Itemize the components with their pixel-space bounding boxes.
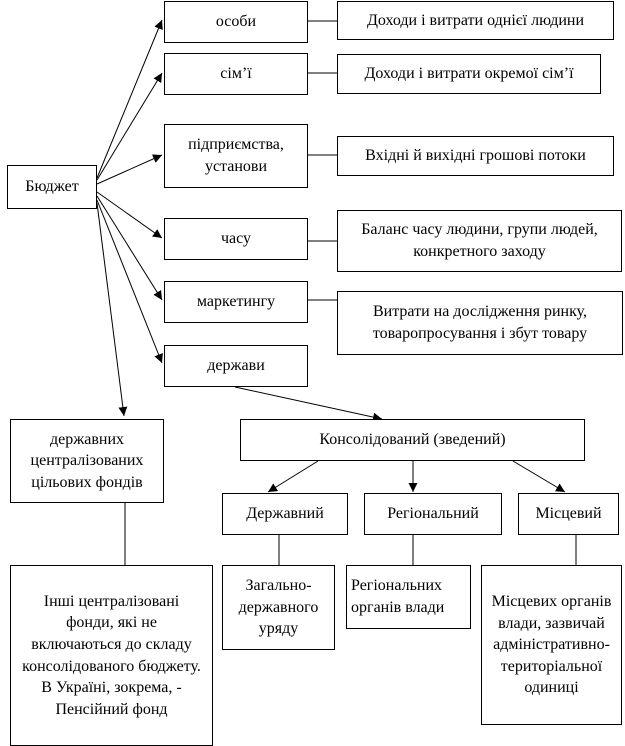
arrow-budget-funds <box>96 202 128 417</box>
desc-time-label: Баланс часу людини, групи людей, конкрет… <box>361 221 598 260</box>
desc-enterprises: Вхідні й вихідні грошові потоки <box>337 136 614 176</box>
consolidated-node: Консолідований (зведений) <box>240 419 585 461</box>
budget-node: Бюджет <box>7 165 97 209</box>
category-family: сім’ї <box>164 53 308 95</box>
level-local: Місцевий <box>518 493 619 535</box>
level-desc-state: Загально-державного уряду <box>222 565 335 650</box>
arrow-budget-enterprises <box>96 154 163 185</box>
level-desc-local-label: Місцевих органів влади, зазвичай адмініс… <box>491 593 612 697</box>
level-desc-regional-label: Регіональних органів влади <box>351 577 445 616</box>
arrow-budget-family <box>96 72 163 181</box>
category-time: часу <box>164 218 308 260</box>
desc-marketing: Витрати на дослідження ринку, товаропрос… <box>337 291 623 355</box>
category-state: держави <box>164 345 308 387</box>
level-desc-regional: Регіональних органів влади <box>346 565 471 629</box>
category-enterprises: підприємства, установи <box>164 124 308 188</box>
desc-funds-label: Інші централізовані фонди, які не включа… <box>22 592 201 718</box>
arrow-consolidated-state <box>267 460 319 493</box>
category-enterprises-label: підприємства, установи <box>188 136 284 175</box>
arrow-budget-state <box>96 199 163 364</box>
level-desc-local: Місцевих органів влади, зазвичай адмініс… <box>481 565 622 725</box>
desc-family: Доходи і витрати окремої сім’ї <box>337 54 601 94</box>
category-funds-label: державних централізованих цільових фонді… <box>30 430 144 491</box>
level-regional: Регіональний <box>364 493 502 535</box>
category-funds: державних централізованих цільових фонді… <box>10 419 164 503</box>
arrow-budget-time <box>96 191 163 239</box>
arrow-budget-persons <box>96 19 163 179</box>
desc-time: Баланс часу людини, групи людей, конкрет… <box>337 210 622 272</box>
category-marketing: маркетингу <box>164 281 308 323</box>
arrow-state-consolidated <box>234 386 383 422</box>
category-persons: особи <box>164 1 308 43</box>
desc-funds: Інші централізовані фонди, які не включа… <box>10 565 213 746</box>
desc-persons: Доходи і витрати однієї людини <box>337 1 614 40</box>
arrow-consolidated-local <box>512 460 566 493</box>
desc-marketing-label: Витрати на дослідження ринку, товаропрос… <box>372 303 588 342</box>
arrow-budget-marketing <box>96 195 163 301</box>
level-state: Державний <box>222 493 348 535</box>
level-desc-state-label: Загально-державного уряду <box>238 577 319 638</box>
